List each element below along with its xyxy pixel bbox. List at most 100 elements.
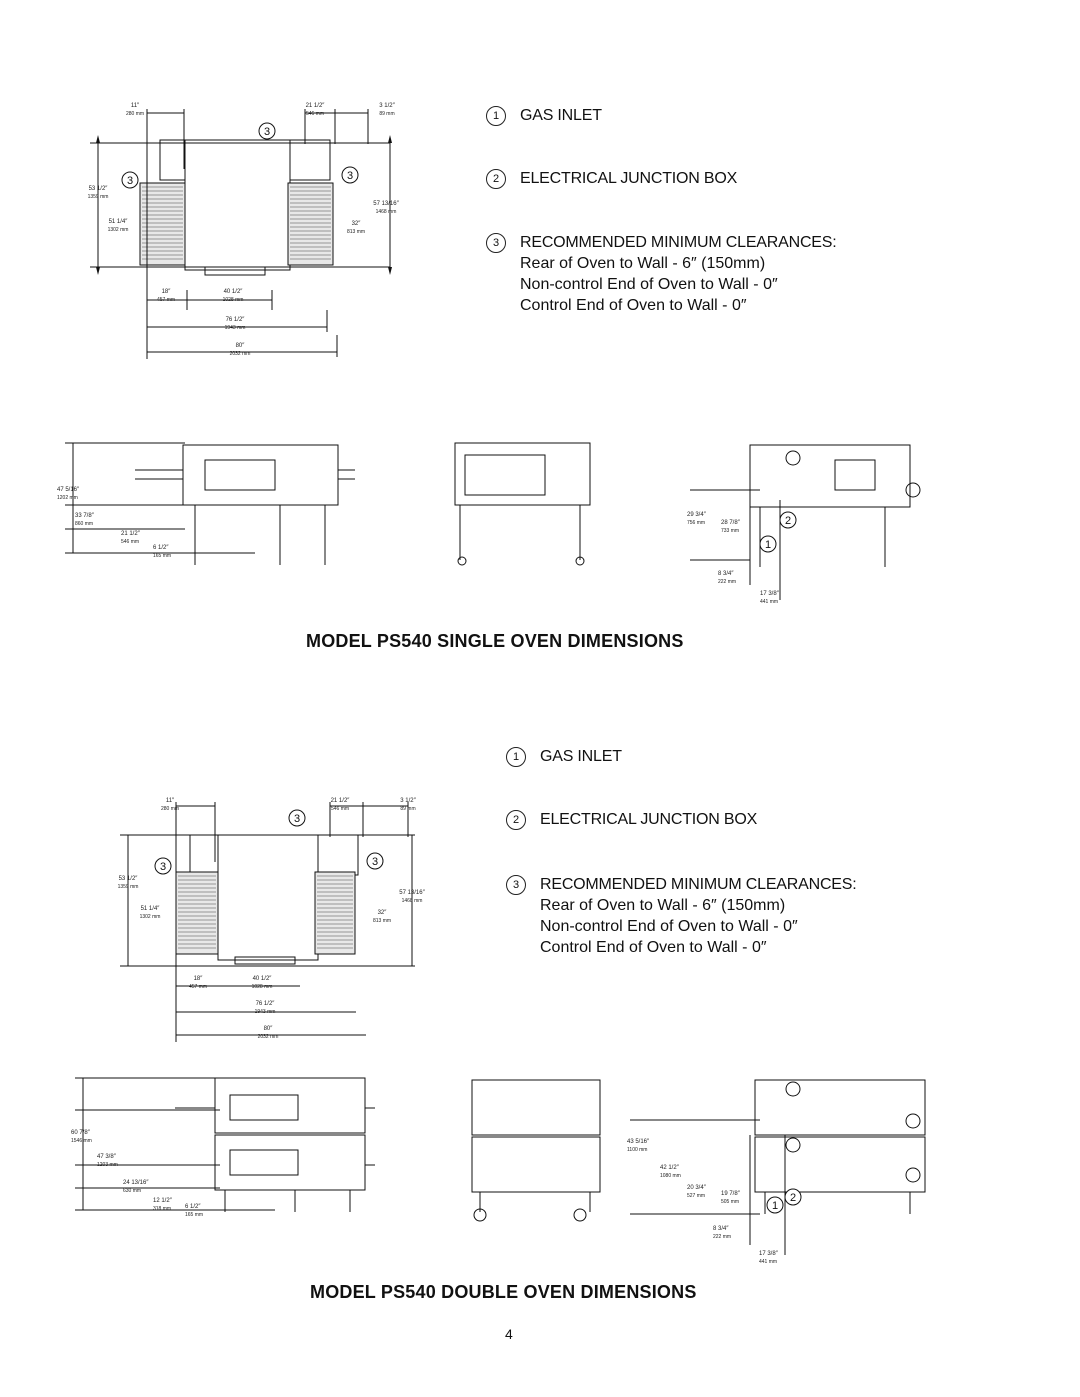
clearance-non-control-end: Non-control End of Oven to Wall - 0″: [520, 276, 778, 293]
clearance-control-end: Control End of Oven to Wall - 0″: [520, 297, 747, 314]
svg-text:1203 mm: 1203 mm: [97, 1162, 118, 1168]
legend-number: 3: [506, 875, 526, 895]
legend-number: 2: [486, 169, 506, 189]
svg-text:89 mm: 89 mm: [400, 806, 415, 812]
legend-number: 2: [506, 810, 526, 830]
svg-text:1359 mm: 1359 mm: [88, 194, 109, 200]
svg-text:2032 mm: 2032 mm: [230, 351, 251, 357]
svg-text:1302 mm: 1302 mm: [108, 227, 129, 233]
svg-text:1546 mm: 1546 mm: [71, 1138, 92, 1144]
svg-text:32″: 32″: [378, 910, 388, 916]
legend-label: RECOMMENDED MINIMUM CLEARANCES:: [540, 876, 857, 893]
clearance-rear: Rear of Oven to Wall - 6″ (150mm): [540, 897, 786, 914]
single-rear-elevation: 21 29 3/4″756 mm 28 7/8″733 mm 8 3/4″222…: [687, 444, 921, 605]
svg-text:3: 3: [372, 856, 378, 868]
svg-text:1943 mm: 1943 mm: [255, 1009, 276, 1015]
svg-text:42 1/2″: 42 1/2″: [660, 1165, 680, 1171]
svg-text:76 1/2″: 76 1/2″: [256, 1001, 276, 1007]
svg-text:80″: 80″: [264, 1026, 274, 1032]
svg-text:60 7/8″: 60 7/8″: [71, 1130, 91, 1136]
legend-number: 1: [506, 747, 526, 767]
svg-text:527 mm: 527 mm: [687, 1193, 705, 1199]
double-front-elevation: 60 7/8″1546 mm 47 3/8″1203 mm 24 13/16″6…: [71, 1077, 375, 1218]
svg-text:40 1/2″: 40 1/2″: [253, 976, 273, 982]
clearance-control-end: Control End of Oven to Wall - 0″: [540, 939, 767, 956]
svg-text:2: 2: [790, 1192, 796, 1204]
legend-label: ELECTRICAL JUNCTION BOX: [520, 170, 738, 187]
svg-text:6 1/2″: 6 1/2″: [185, 1204, 201, 1210]
svg-text:3: 3: [127, 175, 133, 187]
svg-text:222 mm: 222 mm: [713, 1234, 731, 1240]
svg-text:813 mm: 813 mm: [347, 229, 365, 235]
legend-label: GAS INLET: [540, 748, 622, 765]
svg-text:3: 3: [347, 170, 353, 182]
svg-text:2032 mm: 2032 mm: [258, 1034, 279, 1040]
svg-text:318 mm: 318 mm: [153, 1206, 171, 1212]
single-front-elevation: 47 5/16″1202 mm 33 7/8″860 mm 21 1/2″546…: [57, 442, 355, 565]
svg-text:89 mm: 89 mm: [379, 111, 394, 117]
svg-text:1: 1: [772, 1200, 778, 1212]
svg-text:1359 mm: 1359 mm: [118, 884, 139, 890]
svg-text:57 13/16″: 57 13/16″: [399, 890, 425, 896]
svg-text:546 mm: 546 mm: [331, 806, 349, 812]
svg-text:1100 mm: 1100 mm: [627, 1147, 647, 1153]
svg-text:47 5/16″: 47 5/16″: [57, 487, 80, 493]
svg-text:51 1/4″: 51 1/4″: [109, 219, 129, 225]
svg-text:17 3/8″: 17 3/8″: [759, 1251, 779, 1257]
legend-number: 3: [486, 233, 506, 253]
svg-text:17 3/8″: 17 3/8″: [760, 591, 780, 597]
svg-text:32″: 32″: [352, 221, 362, 227]
single-end-elevation: [454, 442, 591, 566]
double-rear-elevation: 21 43 5/16″1100 mm 42 1/2″1080 mm 20 3/4…: [627, 1079, 926, 1265]
svg-text:441 mm: 441 mm: [760, 599, 778, 605]
legend-number: 1: [486, 106, 506, 126]
svg-text:19 7/8″: 19 7/8″: [721, 1191, 741, 1197]
svg-text:3: 3: [294, 813, 300, 825]
svg-text:756 mm: 756 mm: [687, 520, 705, 526]
svg-text:53 1/2″: 53 1/2″: [89, 186, 109, 192]
svg-text:40 1/2″: 40 1/2″: [224, 289, 244, 295]
svg-text:3: 3: [264, 126, 270, 138]
svg-text:2: 2: [785, 515, 791, 527]
svg-text:28 7/8″: 28 7/8″: [721, 520, 741, 526]
svg-text:1: 1: [765, 539, 771, 551]
svg-text:1943 mm: 1943 mm: [225, 325, 246, 331]
svg-text:1202 mm: 1202 mm: [57, 495, 78, 501]
svg-text:165 mm: 165 mm: [185, 1212, 203, 1218]
svg-text:457 mm: 457 mm: [189, 984, 207, 990]
svg-text:505 mm: 505 mm: [721, 1199, 739, 1205]
svg-text:6 1/2″: 6 1/2″: [153, 545, 169, 551]
svg-text:630 mm: 630 mm: [123, 1188, 141, 1194]
svg-text:21 1/2″: 21 1/2″: [306, 103, 326, 109]
svg-text:546 mm: 546 mm: [121, 539, 139, 545]
legend-label: GAS INLET: [520, 107, 602, 124]
svg-text:3 1/2″: 3 1/2″: [379, 103, 395, 109]
svg-text:813 mm: 813 mm: [373, 918, 391, 924]
svg-text:11″: 11″: [131, 103, 140, 109]
single-oven-title: MODEL PS540 SINGLE OVEN DIMENSIONS: [306, 631, 684, 651]
svg-text:18″: 18″: [162, 289, 172, 295]
svg-text:24 13/16″: 24 13/16″: [123, 1180, 149, 1186]
page-number: 4: [505, 1326, 513, 1342]
svg-text:280 mm: 280 mm: [161, 806, 179, 812]
clearance-rear: Rear of Oven to Wall - 6″ (150mm): [520, 255, 766, 272]
svg-text:11″: 11″: [166, 798, 175, 804]
legend-label: RECOMMENDED MINIMUM CLEARANCES:: [520, 234, 837, 251]
svg-text:1028 mm: 1028 mm: [223, 297, 244, 303]
svg-text:33 7/8″: 33 7/8″: [75, 513, 95, 519]
svg-text:80″: 80″: [236, 343, 246, 349]
svg-text:18″: 18″: [194, 976, 204, 982]
clearance-non-control-end: Non-control End of Oven to Wall - 0″: [540, 918, 798, 935]
svg-text:1468 mm: 1468 mm: [376, 209, 397, 215]
svg-text:733 mm: 733 mm: [721, 528, 739, 534]
svg-text:1080 mm: 1080 mm: [660, 1173, 681, 1179]
svg-text:51 1/4″: 51 1/4″: [141, 906, 161, 912]
double-end-elevation: [471, 1079, 601, 1222]
svg-text:165 mm: 165 mm: [153, 553, 171, 559]
svg-text:457 mm: 457 mm: [157, 297, 175, 303]
svg-text:21 1/2″: 21 1/2″: [331, 798, 351, 804]
svg-text:29 3/4″: 29 3/4″: [687, 512, 707, 518]
svg-text:43 5/16″: 43 5/16″: [627, 1139, 650, 1145]
svg-text:441 mm: 441 mm: [759, 1259, 777, 1265]
svg-text:860 mm: 860 mm: [75, 521, 93, 527]
